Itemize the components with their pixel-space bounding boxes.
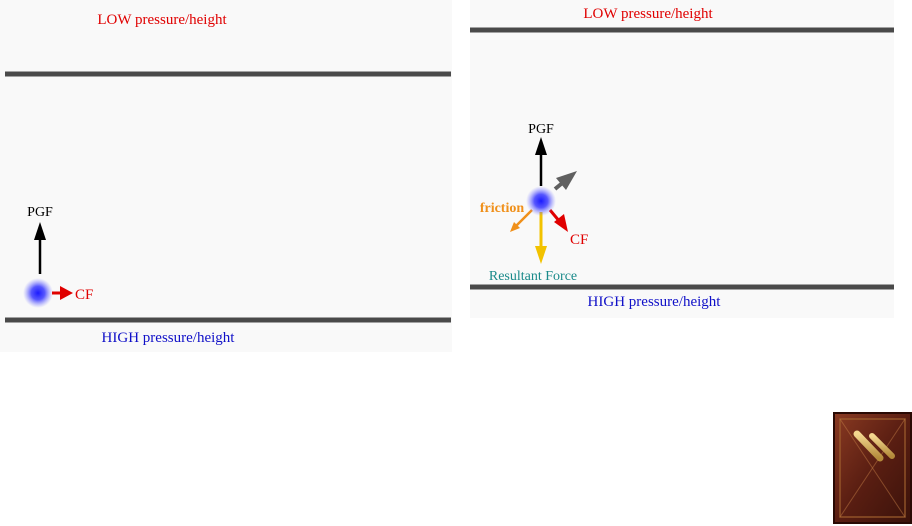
left-panel: LOW pressure/height HIGH pressure/height…: [0, 0, 452, 352]
left-cf-label: CF: [75, 287, 93, 303]
right-friction-label: friction: [480, 201, 525, 216]
right-low-pressure-label: LOW pressure/height: [583, 6, 713, 22]
left-pgf-label: PGF: [27, 205, 53, 220]
left-low-pressure-label: LOW pressure/height: [97, 12, 227, 28]
right-pgf-arrow: [535, 137, 547, 186]
right-pgf-label: PGF: [528, 122, 554, 137]
left-air-parcel: [23, 278, 53, 308]
right-wind-arrow: [553, 171, 577, 191]
left-high-pressure-label: HIGH pressure/height: [102, 330, 236, 346]
rune-tile-icon: [833, 412, 912, 524]
left-pgf-arrow: [34, 222, 46, 274]
right-friction-arrow: [510, 209, 533, 232]
right-air-parcel: [526, 186, 556, 216]
left-panel-background: [0, 0, 452, 352]
right-panel: LOW pressure/height HIGH pressure/height…: [470, 0, 894, 318]
right-cf-arrow: [548, 209, 568, 232]
right-high-pressure-label: HIGH pressure/height: [588, 294, 722, 310]
right-cf-label: CF: [570, 232, 588, 248]
right-resultant-arrow: [535, 212, 547, 264]
right-resultant-label: Resultant Force: [489, 269, 577, 284]
left-cf-arrow: [52, 286, 73, 300]
